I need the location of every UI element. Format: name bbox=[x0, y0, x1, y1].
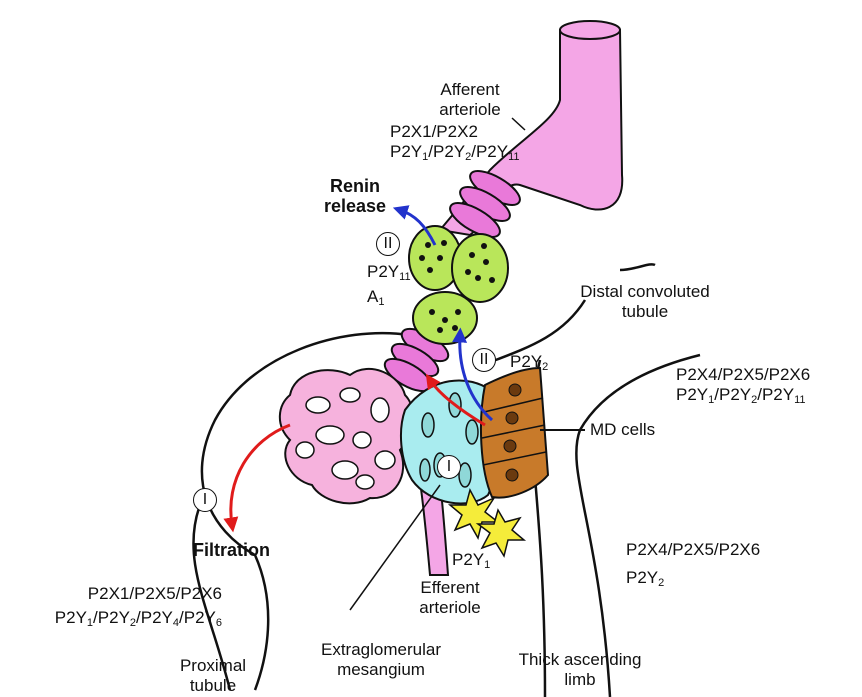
dct-receptors: P2X4/P2X5/P2X6 P2Y1/P2Y2/P2Y11 bbox=[676, 365, 810, 410]
md-receptor: P2Y2 bbox=[510, 352, 548, 377]
proximal-receptors: P2X1/P2X5/P2X6 P2Y1/P2Y2/P2Y4/P2Y6 bbox=[0, 584, 222, 633]
distal-convoluted-tubule-label: Distal convoluted tubule bbox=[555, 282, 735, 322]
route-i-mesangium: I bbox=[437, 455, 461, 479]
route-ii-upper: II bbox=[376, 232, 400, 256]
granular-cells bbox=[409, 226, 508, 344]
route-ii-lower: II bbox=[472, 348, 496, 372]
macula-densa-cells bbox=[481, 368, 585, 498]
afferent-arteriole-label: Afferent arteriole bbox=[410, 80, 530, 120]
glomerulus bbox=[280, 369, 413, 503]
route-i-filtration: I bbox=[193, 488, 217, 512]
extraglomerular-mesangium-label: Extraglomerular mesangium bbox=[296, 640, 466, 680]
afferent-receptors: P2X1/P2X2 P2Y1/P2Y2/P2Y11 bbox=[390, 122, 520, 167]
efferent-arteriole-label: Efferent arteriole bbox=[395, 578, 505, 618]
filtration-arrow bbox=[231, 425, 290, 525]
granular-receptors: P2Y11 A1 bbox=[367, 262, 411, 312]
filtration-label: Filtration bbox=[193, 540, 270, 560]
tal-receptors: P2X4/P2X5/P2X6 P2Y2 bbox=[626, 540, 760, 593]
thick-ascending-limb-label: Thick ascending limb bbox=[500, 650, 660, 690]
proximal-tubule-label: Proximal tubule bbox=[158, 656, 268, 696]
renin-release-label: Renin release bbox=[310, 176, 400, 216]
efferent-receptor: P2Y1 bbox=[452, 550, 490, 575]
md-cells-label: MD cells bbox=[590, 420, 655, 440]
